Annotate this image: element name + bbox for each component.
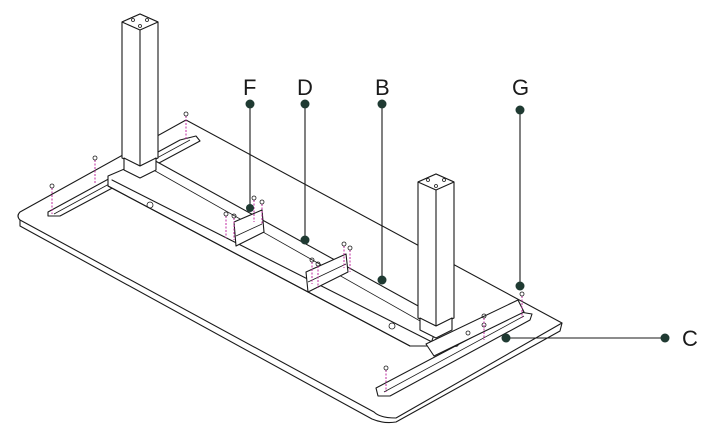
- center-bracket-f: [233, 209, 265, 247]
- callout-dot-g: [515, 105, 525, 115]
- callout-f: F: [243, 75, 256, 212]
- right-leg: [417, 173, 455, 339]
- callout-dot-f: [245, 99, 255, 109]
- center-bracket-d: [305, 253, 349, 293]
- callout-b: B: [375, 75, 390, 285]
- callout-label-g: G: [512, 75, 529, 100]
- screw-markers: [49, 111, 525, 392]
- callout-label-d: D: [297, 75, 313, 100]
- callout-d: D: [297, 75, 313, 245]
- callout-dot-b: [377, 99, 387, 109]
- callout-label-f: F: [243, 75, 256, 100]
- callout-dot-d: [300, 99, 310, 109]
- callout-dot-c: [660, 333, 670, 343]
- side-bracket: [425, 299, 525, 357]
- callout-label-b: B: [375, 75, 390, 100]
- callout-c: C: [501, 326, 698, 351]
- callout-g: G: [512, 75, 529, 291]
- callout-label-c: C: [682, 326, 698, 351]
- left-leg: [121, 13, 159, 179]
